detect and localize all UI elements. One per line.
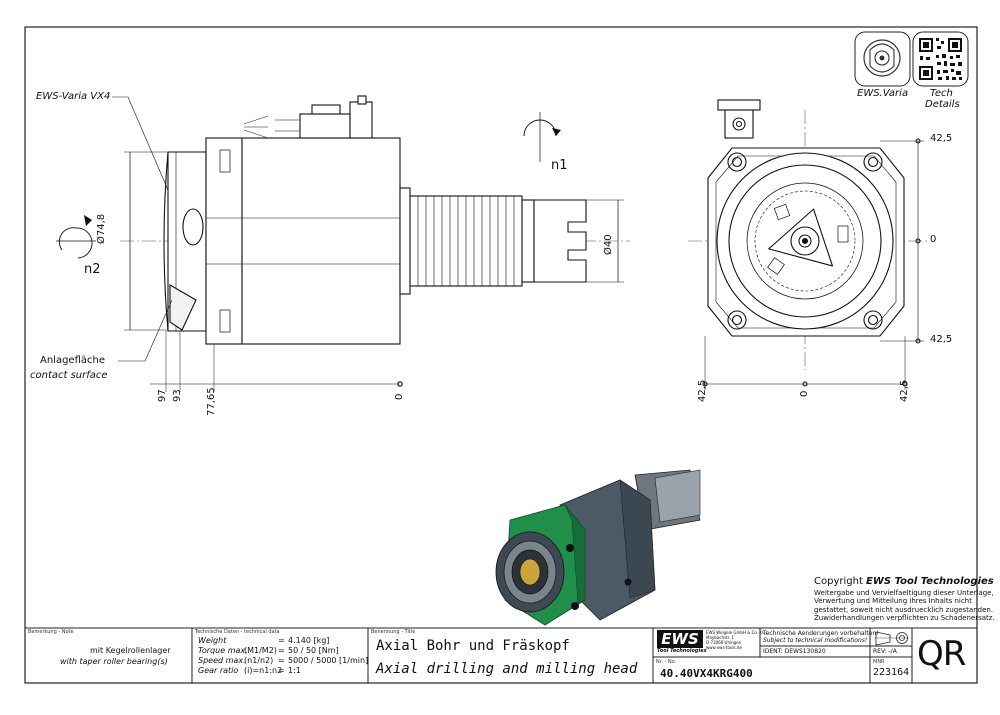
isometric-render bbox=[495, 469, 701, 626]
title-header: Benennung - Title bbox=[371, 629, 416, 635]
change-note-de: Technische Aenderungen vorbehalten! bbox=[763, 630, 879, 637]
tech-row: Speed max.(n1/n2)=5000 / 5000 [1/min] bbox=[198, 656, 369, 665]
revision: REV: -/A bbox=[873, 648, 897, 655]
side-view bbox=[56, 95, 630, 392]
tech-details-qr-badge[interactable] bbox=[912, 31, 969, 87]
dim-right-top: 42,5 bbox=[930, 133, 953, 144]
part-number: 40.40VX4KRG400 bbox=[660, 667, 753, 680]
tech-data-table: Weight=4.140 [kg] Torque max.(M1/M2)=50 … bbox=[198, 636, 368, 676]
ews-logo: EWS bbox=[657, 630, 703, 648]
tech-row: Gear ratio(i)=n1:n2=1:1 bbox=[198, 666, 301, 675]
ident-number: IDENT: DEWS130820 bbox=[763, 648, 826, 655]
rotation-label-n2: n2 bbox=[84, 262, 101, 277]
title-de: Axial Bohr und Fräskopf bbox=[376, 638, 570, 654]
tech-row: Torque max.(M1/M2)=50 / 50 [Nm] bbox=[198, 646, 339, 655]
rotation-label-n1: n1 bbox=[551, 158, 568, 173]
projection-symbol-icon bbox=[874, 631, 909, 646]
qr-label: QR bbox=[917, 634, 966, 674]
remarks-en: with taper roller bearing(s) bbox=[60, 657, 168, 666]
ews-logo-sub: Tool Technologies bbox=[657, 648, 707, 654]
title-en: Axial drilling and milling head bbox=[376, 661, 638, 677]
mnr-number: 223164 bbox=[873, 667, 910, 678]
change-note-en: Subject to technical modifications! bbox=[763, 637, 868, 644]
remarks-de: mit Kegelrollenlager bbox=[90, 646, 171, 655]
ews-varia-badge[interactable] bbox=[854, 31, 911, 87]
mnr-label: MNR bbox=[873, 659, 885, 665]
number-label: Nr. - No. bbox=[656, 659, 677, 665]
part-label: EWS-Varia VX4 bbox=[36, 91, 111, 102]
front-view bbox=[688, 99, 930, 390]
tech-row: Weight=4.140 [kg] bbox=[198, 636, 330, 645]
dim-right-zero: 0 bbox=[930, 234, 937, 245]
copyright-notice: Weitergabe und Vervielfaeltigung dieser … bbox=[814, 589, 995, 623]
qr-code-icon bbox=[919, 38, 962, 80]
tech-header: Technische Daten - technical data bbox=[195, 629, 280, 635]
contact-label-en: contact surface bbox=[30, 370, 108, 381]
contact-label-de: Anlagefläche bbox=[40, 355, 105, 366]
tech-badge-caption-2: Details bbox=[925, 99, 960, 110]
tech-badge-caption-1: Tech bbox=[930, 88, 953, 99]
remarks-header: Bemerkung - Note bbox=[28, 629, 74, 635]
varia-badge-caption: EWS.Varia bbox=[857, 88, 909, 99]
dim-right-bottom: 42,5 bbox=[930, 334, 953, 345]
copyright-title: Copyright EWS Tool Technologies bbox=[814, 576, 994, 587]
